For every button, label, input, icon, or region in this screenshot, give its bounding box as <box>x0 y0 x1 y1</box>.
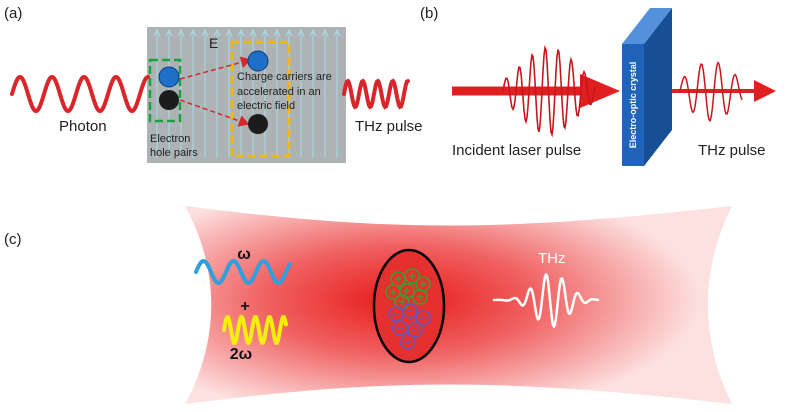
electron-particle <box>402 303 418 319</box>
two-omega-label: 2ω <box>230 346 252 363</box>
plasma-region <box>372 248 446 364</box>
ion-cluster <box>385 268 431 310</box>
panel-b: (b) Electro-optic crystal Incident laser… <box>420 5 776 166</box>
electron-particle <box>407 322 423 338</box>
panel-a: (a) E Photon Charge carriers are acceler… <box>4 5 423 163</box>
field-line-arrowhead <box>201 28 209 37</box>
field-line-arrowhead <box>261 28 269 37</box>
ion-particle <box>394 294 410 310</box>
field-line-arrowhead <box>213 28 221 37</box>
electron-particle <box>392 320 408 336</box>
ehp-caption-line2: hole pairs <box>150 147 198 159</box>
thz-label-c: THz <box>538 250 566 267</box>
field-line-arrowhead <box>249 28 257 37</box>
panel-a-label: (a) <box>4 5 22 22</box>
ion-particle <box>412 289 428 305</box>
field-line-arrowhead <box>189 28 197 37</box>
field-line-arrowhead <box>225 28 233 37</box>
focused-laser-beam <box>185 206 732 404</box>
plus-label: + <box>240 298 249 315</box>
field-line-arrowhead <box>273 28 281 37</box>
hole-dot <box>159 90 179 110</box>
panel-c: (c) ω + 2ω THz <box>4 206 732 404</box>
incident-beam-head <box>580 74 620 108</box>
electro-optic-crystal <box>622 44 644 166</box>
ion-particle <box>404 268 420 284</box>
field-line-arrowhead <box>153 28 161 37</box>
carriers-caption-line3: electric field <box>237 100 295 112</box>
ehp-caption-line1: Electron <box>150 133 190 145</box>
field-line-arrowhead <box>321 28 329 37</box>
hole-path-arrow <box>179 99 250 127</box>
thz-pulse-wave <box>342 78 410 110</box>
two-omega-wave <box>222 315 288 345</box>
carriers-caption-line1: Charge carriers are <box>237 71 332 83</box>
photon-wave <box>10 74 150 114</box>
panel-c-label: (c) <box>4 231 22 248</box>
thz-pulse-label-b: THz pulse <box>698 142 766 159</box>
panel-b-label: (b) <box>420 5 438 22</box>
carriers-box <box>230 40 291 158</box>
thz-pulse-label-a: THz pulse <box>355 118 423 135</box>
electron-path-arrow <box>179 56 252 80</box>
field-label: E <box>209 35 218 51</box>
thz-output-wave <box>679 61 743 123</box>
field-line-arrowhead <box>177 28 185 37</box>
carriers-caption-line2: accelerated in an <box>237 86 321 98</box>
electron-dot <box>158 66 180 88</box>
field-line-arrowhead <box>333 28 341 37</box>
incident-laser-label: Incident laser pulse <box>452 142 581 159</box>
field-line-arrowhead <box>165 28 173 37</box>
omega-label: ω <box>237 246 251 263</box>
electron-particle <box>415 310 431 326</box>
electron-particle <box>400 334 416 350</box>
field-line-arrowhead <box>297 28 305 37</box>
thz-radiation-wave <box>492 273 600 328</box>
crystal-label: Electro-optic crystal <box>628 62 638 149</box>
photon-label: Photon <box>59 118 107 135</box>
electron-cluster <box>388 303 431 350</box>
crystal-top-face <box>622 8 672 44</box>
incident-laser-wave <box>502 44 596 138</box>
field-line-arrowhead <box>285 28 293 37</box>
crystal-side-face <box>644 8 672 166</box>
electron-hole-box <box>148 58 182 123</box>
field-line-arrowhead <box>309 28 317 37</box>
omega-wave <box>194 259 292 285</box>
field-line-arrowhead <box>237 28 245 37</box>
accelerated-electron-dot <box>247 50 269 72</box>
thz-beam-head <box>754 80 776 102</box>
accelerated-hole-dot <box>248 114 268 134</box>
